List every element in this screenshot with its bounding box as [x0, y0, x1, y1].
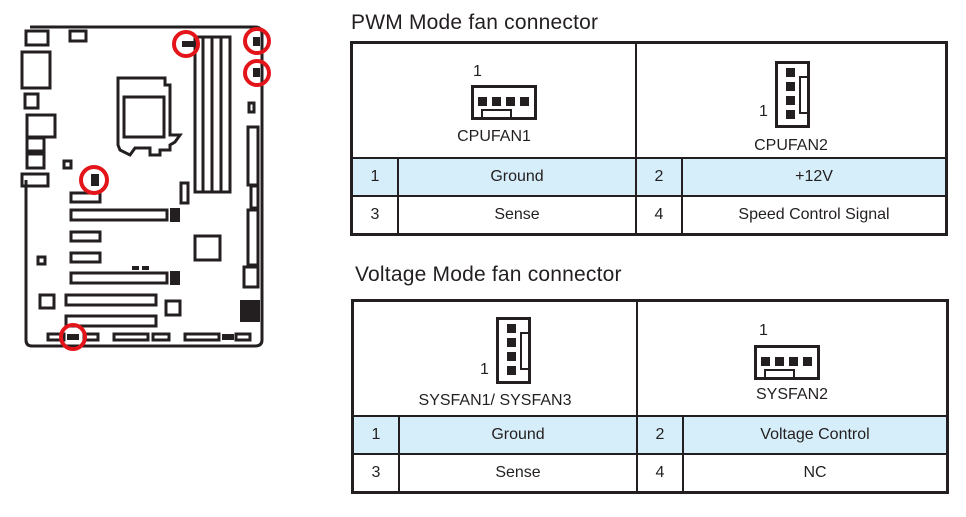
pin1-marker: 1 — [480, 361, 489, 378]
bottom-header — [112, 332, 150, 342]
chip — [36, 255, 47, 266]
pin-signal: Ground — [398, 415, 638, 455]
battery-chip — [240, 300, 260, 322]
highlight-circle-sysfan — [172, 30, 200, 58]
dimm-slot — [219, 35, 232, 194]
highlight-circle-cpufan2 — [243, 59, 271, 87]
cpu-socket — [116, 76, 183, 157]
connector-label: SYSFAN2 — [755, 386, 829, 403]
fan-header — [253, 37, 260, 46]
pin-signal: Sense — [398, 453, 638, 494]
pin-signal: Sense — [397, 195, 637, 236]
header — [247, 101, 256, 114]
header — [249, 184, 260, 210]
horizontal-fan-connector-icon — [471, 85, 537, 120]
highlight-circle-cpufan1 — [243, 27, 271, 55]
highlight-circle-sysfan1 — [79, 165, 109, 195]
atx-power — [246, 125, 260, 187]
pcie-slot — [69, 230, 102, 243]
chip — [164, 299, 182, 317]
pcie-slot — [69, 251, 102, 264]
pci-slot — [64, 314, 158, 328]
pin-row: 3 Sense 4 NC — [351, 453, 949, 494]
chip — [62, 159, 73, 170]
chip — [222, 334, 234, 340]
bottom-header — [151, 332, 171, 342]
connector-label: CPUFAN1 — [457, 128, 531, 145]
pin-signal: Speed Control Signal — [681, 195, 948, 236]
io-port — [23, 92, 40, 110]
connector-header-row: 1 CPUFAN1 1 — [350, 41, 948, 159]
bottom-header — [234, 332, 252, 342]
pin-signal: Ground — [397, 157, 637, 197]
pwm-section-title: PWM Mode fan connector — [351, 11, 599, 34]
highlight-circle-sysfan3 — [59, 323, 87, 351]
pin1-marker: 1 — [473, 63, 482, 80]
pin-number: 2 — [636, 415, 684, 455]
pin1-marker: 1 — [759, 103, 768, 120]
fan-header — [67, 334, 79, 340]
pin-number: 3 — [351, 453, 400, 494]
pin-signal: +12V — [681, 157, 948, 197]
voltage-section-title: Voltage Mode fan connector — [355, 263, 622, 286]
chip — [142, 266, 149, 270]
pcie-slot — [69, 191, 102, 204]
sata-ports — [246, 208, 260, 267]
pin-number: 1 — [350, 157, 399, 197]
pin-row: 3 Sense 4 Speed Control Signal — [350, 195, 948, 236]
pin-signal: NC — [682, 453, 949, 494]
vertical-fan-connector-icon — [496, 317, 531, 384]
fan-header — [182, 41, 194, 47]
fan-header — [253, 68, 260, 77]
io-port — [24, 29, 50, 47]
pcie-latch — [170, 271, 180, 285]
connector-label: CPUFAN2 — [754, 137, 828, 154]
voltage-pin-table: 1 SYSFAN1/ SYSFAN3 1 — [351, 299, 949, 494]
board-outline — [24, 25, 264, 348]
pin-number: 4 — [635, 195, 683, 236]
cpu-socket-inner — [122, 95, 166, 139]
pin-number: 3 — [350, 195, 399, 236]
bottom-header — [46, 332, 66, 342]
bottom-header — [183, 332, 221, 342]
pcie-latch — [170, 208, 180, 222]
cpufan2-cell: 1 CPUFAN2 — [635, 41, 948, 159]
pin-number: 4 — [636, 453, 684, 494]
chip — [132, 266, 139, 270]
horizontal-fan-connector-icon — [754, 345, 820, 380]
sysfan1-sysfan3-cell: 1 SYSFAN1/ SYSFAN3 — [351, 299, 638, 417]
pin-row: 1 Ground 2 +12V — [350, 157, 948, 197]
io-port — [20, 172, 50, 188]
io-port — [25, 136, 46, 153]
pcie-slot — [69, 271, 169, 285]
connector-header-row: 1 SYSFAN1/ SYSFAN3 1 — [351, 299, 949, 417]
chipset — [193, 234, 222, 262]
pin-row: 1 Ground 2 Voltage Control — [351, 415, 949, 455]
header — [179, 181, 190, 205]
cpufan1-cell: 1 CPUFAN1 — [350, 41, 637, 159]
io-port — [25, 152, 46, 170]
pin1-marker: 1 — [759, 322, 768, 339]
connector-label: SYSFAN1/ SYSFAN3 — [418, 392, 572, 409]
chip — [38, 293, 56, 310]
io-port — [25, 113, 57, 139]
motherboard-diagram — [20, 25, 271, 351]
sysfan2-cell: 1 SYSFAN2 — [636, 299, 949, 417]
pwm-pin-table: 1 CPUFAN1 1 — [350, 41, 948, 236]
header — [68, 29, 88, 43]
pin-number: 1 — [351, 415, 400, 455]
io-port — [20, 50, 52, 90]
fan-header — [91, 174, 99, 186]
vertical-fan-connector-icon — [775, 61, 810, 128]
pci-slot — [64, 293, 158, 307]
sata-ports — [242, 265, 260, 289]
pcie-slot — [69, 208, 169, 222]
pin-signal: Voltage Control — [682, 415, 949, 455]
pin-number: 2 — [635, 157, 683, 197]
